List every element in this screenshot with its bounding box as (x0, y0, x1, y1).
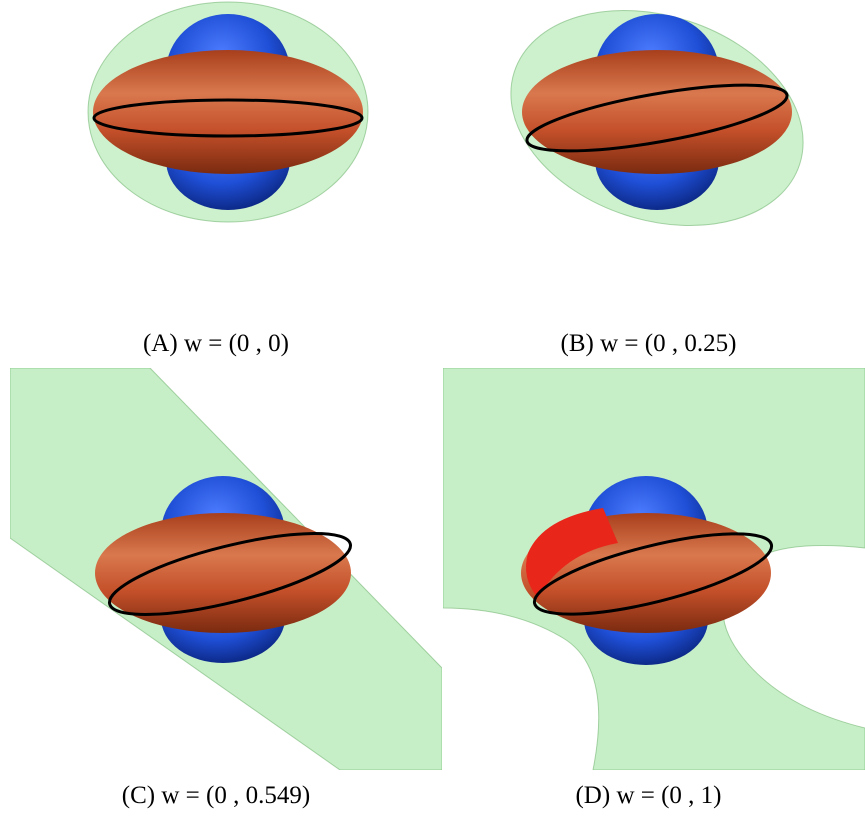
caption-a: (A) w = (0 , 0) (0, 330, 432, 358)
panel-c (10, 368, 442, 770)
caption-d-prefix: (D) (575, 782, 611, 809)
caption-c-prefix: (C) (121, 782, 156, 809)
caption-c: (C) w = (0 , 0.549) (0, 782, 432, 810)
caption-b-math: w = (0 , 0.25) (600, 330, 737, 357)
orange-torus (93, 50, 363, 174)
caption-a-prefix: (A) (142, 330, 178, 357)
caption-d-math: w = (0 , 1) (616, 782, 722, 809)
panel-b (432, 0, 865, 310)
panel-b-render (510, 9, 804, 227)
panel-d (443, 368, 865, 770)
red-patch (525, 508, 618, 598)
curve (92, 98, 364, 138)
curve (525, 83, 789, 153)
orange-torus (522, 50, 792, 174)
curve (107, 532, 353, 616)
caption-b: (B) w = (0 , 0.25) (432, 330, 865, 358)
caption-d: (D) w = (0 , 1) (432, 782, 865, 810)
panel-a (0, 0, 432, 310)
caption-c-math: w = (0 , 0.549) (161, 782, 311, 809)
panel-d-render (443, 368, 865, 770)
panel-c-render (10, 368, 442, 770)
curve (532, 532, 774, 616)
panel-a-render (87, 1, 369, 223)
orange-torus (95, 513, 351, 633)
caption-b-prefix: (B) (560, 330, 594, 357)
caption-a-math: w = (0 , 0) (183, 330, 290, 357)
